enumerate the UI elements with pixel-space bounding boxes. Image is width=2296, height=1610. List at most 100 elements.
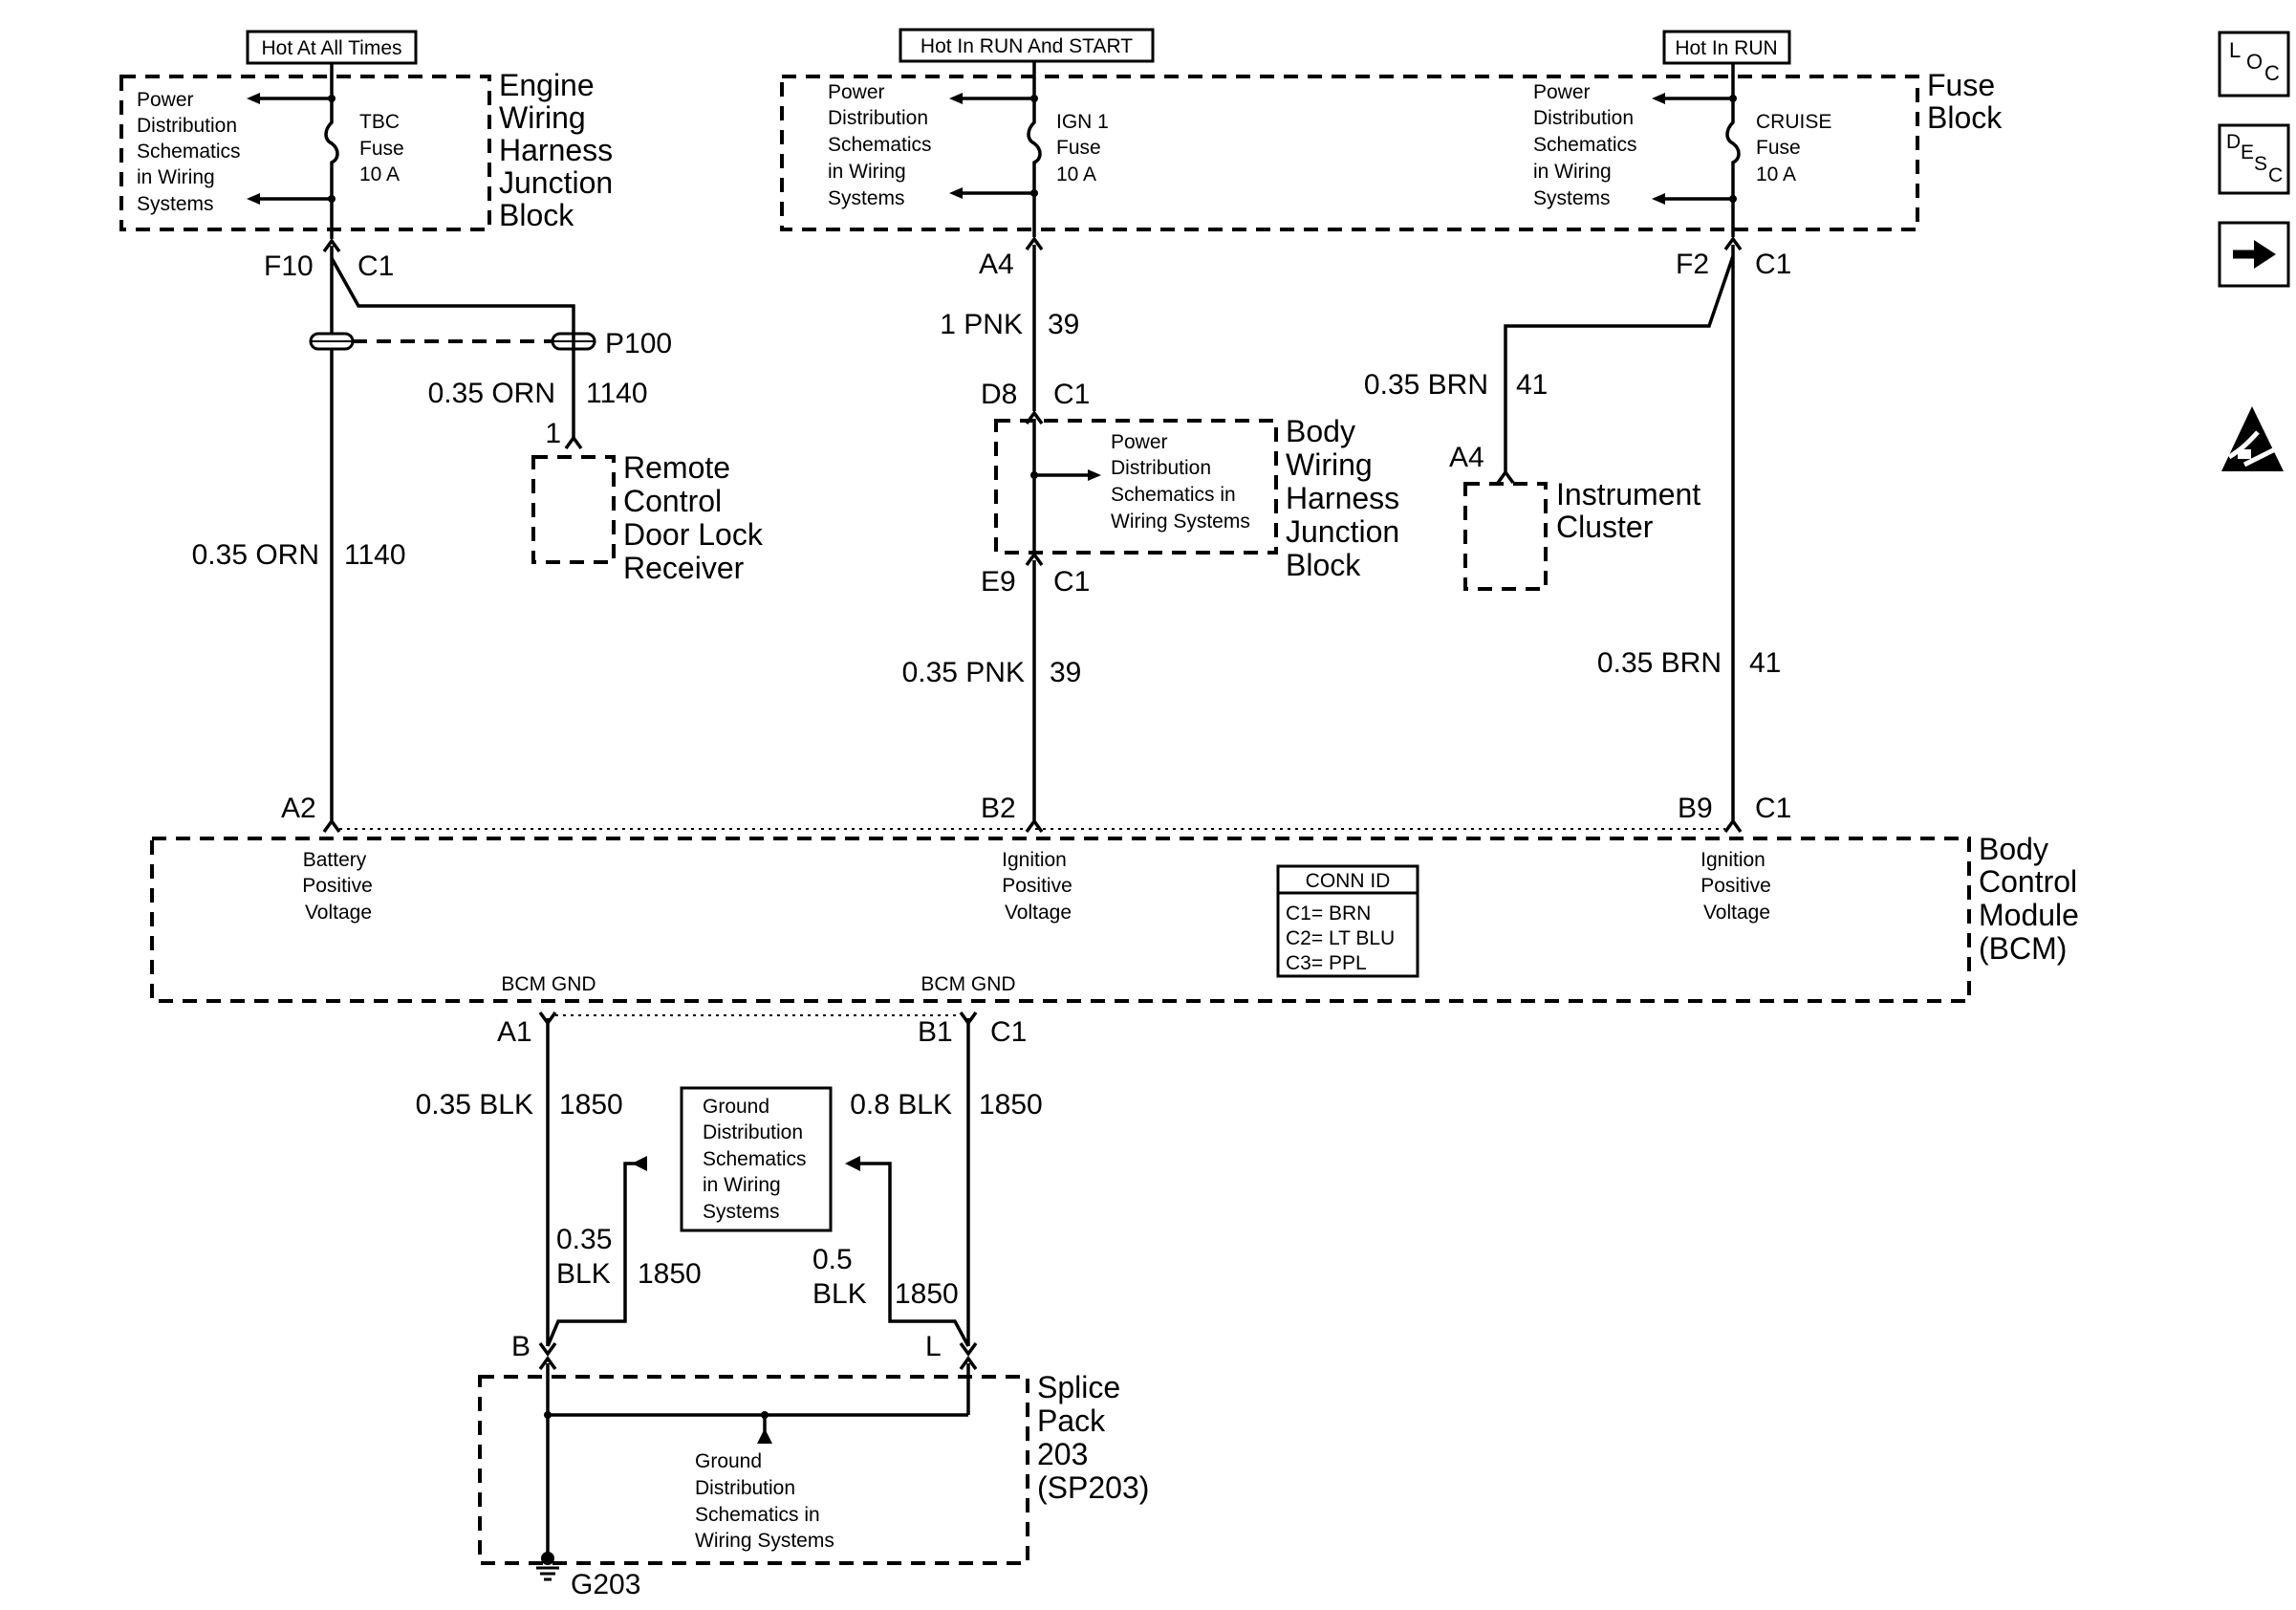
svg-text:1140: 1140: [586, 378, 648, 409]
arrow-left-icon: [632, 1156, 647, 1171]
svg-text:10 A: 10 A: [1756, 163, 1796, 185]
svg-text:C1: C1: [1053, 566, 1090, 598]
svg-text:E: E: [2241, 141, 2254, 163]
svg-text:L: L: [925, 1331, 942, 1362]
svg-text:Distribution: Distribution: [1111, 457, 1211, 479]
svg-text:Schematics in: Schematics in: [695, 1504, 820, 1526]
connector-f10-label: F10: [264, 250, 314, 282]
svg-text:C1: C1: [1053, 379, 1090, 410]
svg-text:Body: Body: [1286, 414, 1355, 448]
connector-e9-icon: [1025, 552, 1044, 567]
svg-text:41: 41: [1516, 369, 1548, 401]
loc-icon[interactable]: L O C: [2218, 31, 2290, 98]
svg-text:1850: 1850: [895, 1278, 959, 1310]
ign1-power-distribution-ref[interactable]: Power Distribution Schematics in Wiring …: [828, 81, 932, 209]
svg-text:(BCM): (BCM): [1979, 931, 2067, 966]
svg-text:Power: Power: [137, 89, 194, 111]
svg-text:Positive: Positive: [302, 875, 373, 897]
svg-text:C: C: [2268, 164, 2283, 186]
bcm-input-ignition-2: Ignition Positive Voltage: [1700, 849, 1771, 924]
svg-text:Fuse: Fuse: [359, 138, 404, 160]
svg-text:Receiver: Receiver: [623, 551, 745, 585]
svg-text:Distribution: Distribution: [828, 107, 928, 129]
svg-text:Control: Control: [623, 484, 722, 518]
svg-text:Schematics: Schematics: [828, 134, 932, 156]
next-arrow-icon[interactable]: [2218, 221, 2290, 288]
svg-text:Block: Block: [1927, 100, 2003, 135]
remote-receiver-outline[interactable]: [531, 455, 616, 564]
svg-text:Distribution: Distribution: [137, 115, 237, 137]
svg-text:Voltage: Voltage: [1703, 902, 1770, 924]
svg-text:Ignition: Ignition: [1002, 849, 1067, 871]
svg-text:Wiring Systems: Wiring Systems: [1111, 511, 1250, 533]
arrow-left-icon: [1652, 193, 1665, 205]
arrow-left-icon: [949, 93, 963, 104]
svg-text:39: 39: [1048, 309, 1079, 340]
svg-text:F2: F2: [1676, 249, 1709, 280]
svg-text:Systems: Systems: [137, 193, 214, 215]
svg-text:Distribution: Distribution: [695, 1477, 795, 1499]
wire-blk-1850-right-branch[interactable]: [860, 1162, 970, 1347]
svg-text:Schematics: Schematics: [1533, 134, 1637, 156]
svg-text:1 PNK: 1 PNK: [940, 309, 1023, 340]
engine-junction-block-outline: [119, 75, 491, 231]
svg-text:Positive: Positive: [1700, 875, 1771, 897]
header-hot-run-start-label: Hot In RUN And START: [921, 35, 1133, 57]
header-hot-all-times: Hot At All Times: [246, 30, 418, 65]
p100-label: P100: [605, 328, 672, 359]
svg-text:Ignition: Ignition: [1700, 849, 1765, 871]
cruise-power-distribution-ref[interactable]: Power Distribution Schematics in Wiring …: [1533, 81, 1637, 209]
svg-text:1850: 1850: [979, 1089, 1043, 1120]
svg-text:1140: 1140: [344, 539, 406, 571]
svg-text:Module: Module: [1979, 898, 2079, 932]
desc-icon[interactable]: D E S C: [2218, 123, 2290, 195]
svg-text:Power: Power: [1533, 81, 1591, 103]
svg-text:203: 203: [1037, 1437, 1088, 1471]
svg-text:0.35: 0.35: [556, 1224, 612, 1255]
svg-text:D8: D8: [981, 379, 1017, 410]
arrow-left-icon: [247, 93, 260, 104]
svg-text:Fuse: Fuse: [1927, 68, 1995, 102]
svg-text:Ground: Ground: [703, 1096, 769, 1118]
svg-text:in Wiring: in Wiring: [1533, 161, 1612, 183]
connector-f10-icon: [322, 238, 341, 253]
bcm-input-battery: Battery Positive Voltage: [302, 849, 373, 924]
svg-text:Door Lock: Door Lock: [623, 517, 764, 552]
instrument-cluster-label: Instrument Cluster: [1556, 477, 1700, 544]
fuse-block-label: Fuse Block: [1927, 68, 2003, 135]
connector-b2-icon: [1025, 818, 1044, 834]
svg-text:(SP203): (SP203): [1037, 1470, 1149, 1505]
remote-receiver-label: Remote Control Door Lock Receiver: [623, 450, 764, 585]
svg-text:10 A: 10 A: [359, 163, 400, 185]
svg-text:CONN ID: CONN ID: [1306, 870, 1391, 892]
body-power-distribution-ref[interactable]: Power Distribution Schematics in Wiring …: [1111, 431, 1250, 533]
svg-text:Block: Block: [1286, 548, 1361, 582]
svg-text:BLK: BLK: [812, 1278, 867, 1310]
svg-text:Ground: Ground: [695, 1450, 762, 1472]
splice-ground-distribution-ref[interactable]: Ground Distribution Schematics in Wiring…: [695, 1450, 834, 1552]
svg-text:Engine: Engine: [499, 68, 595, 102]
svg-text:in Wiring: in Wiring: [828, 161, 906, 183]
svg-text:D: D: [2226, 131, 2241, 153]
svg-text:Harness: Harness: [1286, 481, 1399, 515]
ign1-fuse: IGN 1 Fuse 10 A: [949, 61, 1109, 199]
svg-text:B1: B1: [918, 1016, 953, 1048]
connector-b-icon: [538, 1341, 557, 1371]
svg-text:S: S: [2254, 153, 2267, 175]
svg-text:CRUISE: CRUISE: [1756, 111, 1831, 133]
bcm-input-ignition-1: Ignition Positive Voltage: [1002, 849, 1072, 924]
svg-text:BCM GND: BCM GND: [921, 973, 1015, 995]
bcm-label: Body Control Module (BCM): [1979, 832, 2079, 966]
wire-brn-41-cluster[interactable]: [1504, 255, 1735, 472]
ground-distribution-ref[interactable]: Ground Distribution Schematics in Wiring…: [680, 1086, 833, 1232]
svg-text:Power: Power: [828, 81, 885, 103]
svg-text:Schematics in: Schematics in: [1111, 484, 1236, 506]
svg-text:Junction: Junction: [499, 165, 613, 200]
svg-text:0.35 PNK: 0.35 PNK: [902, 657, 1025, 688]
header-hot-run-start: Hot In RUN And START: [899, 28, 1155, 63]
engine-power-distribution-ref[interactable]: Power Distribution Schematics in Wiring …: [137, 89, 241, 215]
instrument-cluster-outline[interactable]: [1463, 482, 1548, 591]
svg-text:0.8 BLK: 0.8 BLK: [850, 1089, 952, 1120]
svg-text:E9: E9: [981, 566, 1016, 598]
svg-text:Cluster: Cluster: [1556, 510, 1654, 544]
